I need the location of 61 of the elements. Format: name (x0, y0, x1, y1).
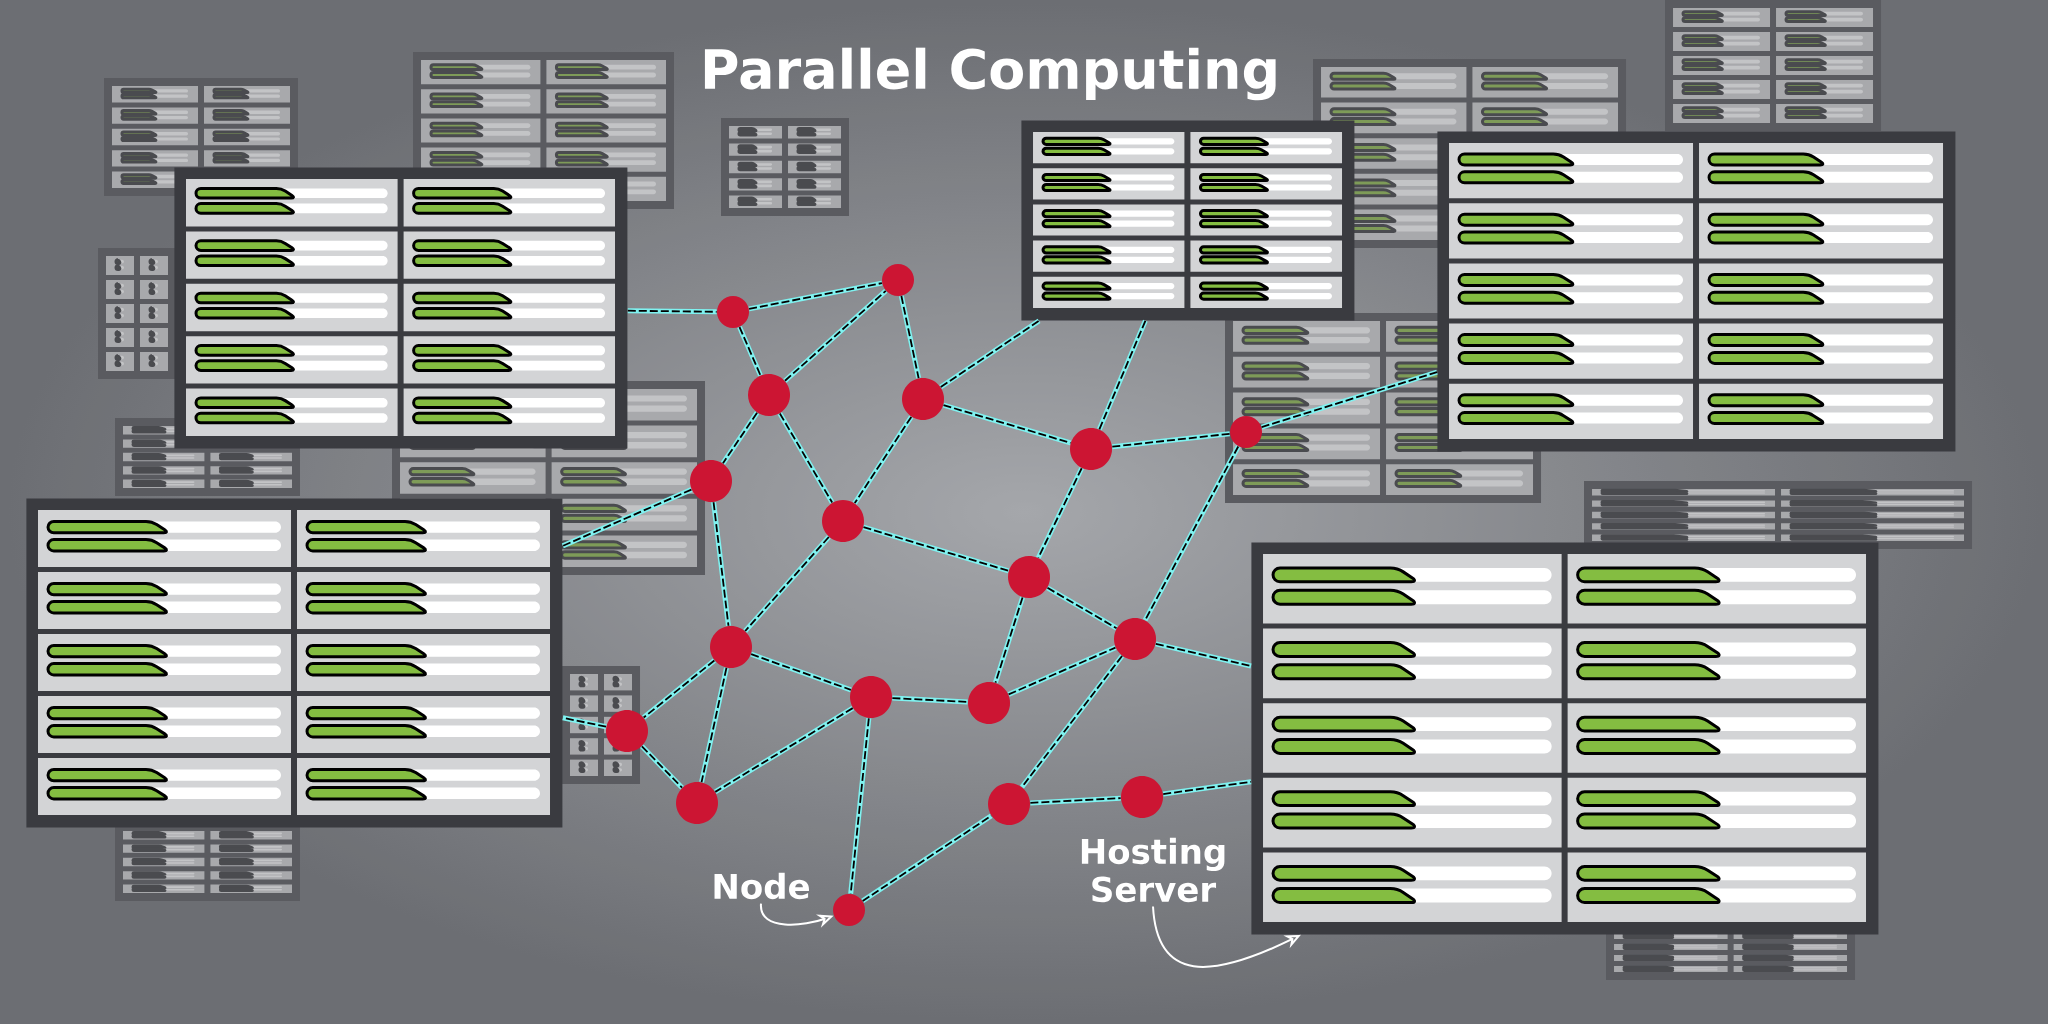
network-link (942, 402, 1072, 446)
network-link (861, 813, 993, 904)
network-node-circle (710, 626, 752, 668)
network-link (1162, 779, 1252, 797)
network-node-circle (850, 676, 892, 718)
network-node-circle (882, 264, 914, 296)
network-link (561, 715, 607, 730)
network-link (848, 717, 872, 895)
network-link (1020, 654, 1124, 789)
network-link (642, 658, 716, 720)
node-label: Node (714, 872, 809, 900)
network-link (891, 695, 969, 705)
network-link (748, 280, 883, 312)
network-link (898, 295, 922, 379)
network-node-circle (1070, 428, 1112, 470)
network-link (1007, 645, 1117, 697)
server-rack (1437, 131, 1956, 452)
network-link (750, 651, 852, 693)
network-link (993, 596, 1025, 684)
network-link (1029, 795, 1122, 806)
network-link (852, 415, 914, 505)
network-node-circle (988, 783, 1030, 825)
network-link (720, 411, 760, 465)
network-link (1154, 641, 1252, 669)
network-link (1111, 431, 1231, 450)
network-node-circle (676, 782, 718, 824)
network-node-circle (748, 374, 790, 416)
node-label: Hosting Server (1081, 837, 1225, 903)
server-rack (1251, 542, 1879, 935)
network-node-circle (1121, 776, 1163, 818)
network-link (713, 706, 855, 794)
network-node-circle (968, 682, 1010, 724)
network-link (777, 412, 835, 504)
network-link (939, 318, 1041, 390)
server-rack (174, 167, 628, 449)
network-link (743, 535, 831, 633)
network-link (783, 289, 888, 383)
network-node-circle (902, 378, 944, 420)
network-node-circle (1230, 416, 1262, 448)
network-link (1142, 445, 1241, 622)
network-link (711, 501, 731, 627)
network-node-circle (833, 894, 865, 926)
network-node-circle (690, 460, 732, 502)
title: Parallel Computing (704, 47, 1276, 101)
network-link (862, 524, 1010, 574)
network-node-circle (606, 710, 648, 752)
network-link (737, 326, 763, 377)
network-node-circle (717, 296, 749, 328)
network-link (1036, 467, 1084, 559)
network-link (1046, 585, 1118, 631)
network-link (626, 308, 718, 315)
network-link (1097, 319, 1148, 431)
network-link (561, 487, 693, 549)
network-node-circle (1114, 618, 1156, 660)
network-link (699, 667, 729, 783)
network-link (640, 744, 684, 790)
network-link (1260, 369, 1438, 430)
server-rack (26, 498, 563, 828)
network-node-circle (822, 500, 864, 542)
network-node-circle (1008, 556, 1050, 598)
server-rack (1021, 120, 1355, 321)
